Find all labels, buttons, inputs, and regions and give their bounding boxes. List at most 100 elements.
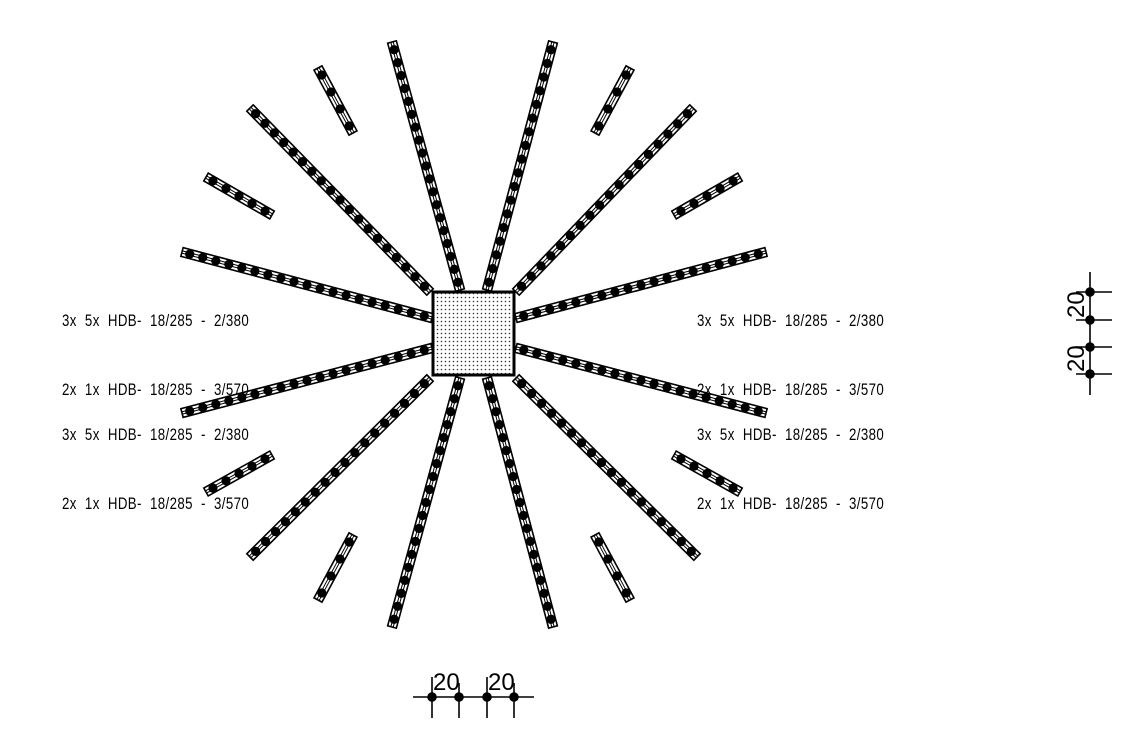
rebar-dot xyxy=(612,87,622,97)
rebar-dot xyxy=(335,554,345,564)
rebar-dot xyxy=(442,238,452,249)
reinforcement-bar xyxy=(513,246,769,324)
rebar-dot xyxy=(595,200,605,210)
rebar-dot xyxy=(515,497,525,508)
rebar-dot xyxy=(525,536,535,547)
reinforcement-bar xyxy=(511,373,702,562)
reinforcement-bar xyxy=(202,172,276,220)
rebar-dot xyxy=(519,345,529,355)
rebar-dot xyxy=(520,140,531,151)
rebar-dot xyxy=(623,283,633,294)
rebar-dot xyxy=(297,157,308,167)
rebar-dot xyxy=(344,121,354,131)
rebar-dot xyxy=(526,271,536,281)
rebar-dot xyxy=(528,113,538,123)
rebar-dot xyxy=(417,510,428,521)
rebar-dot xyxy=(224,396,234,406)
rebar-dot xyxy=(675,386,685,396)
rebar-dot xyxy=(302,375,312,386)
rebar-dot xyxy=(653,139,663,149)
rebar-dot xyxy=(649,379,659,389)
rebar-dot xyxy=(224,259,234,269)
rebar-dot xyxy=(270,527,281,537)
rebar-dot xyxy=(673,119,683,129)
rebar-dot xyxy=(597,290,607,300)
rebar-dot xyxy=(686,546,696,556)
rebar-dot xyxy=(276,382,286,392)
rebar-dot xyxy=(247,461,257,471)
rebar-dot xyxy=(391,252,401,263)
rebar-dot xyxy=(594,537,604,547)
rebar-dot xyxy=(310,487,320,497)
rebar-dot xyxy=(406,348,416,359)
rebar-dot xyxy=(221,476,231,486)
rebar-dot xyxy=(393,304,403,314)
rebar-dot xyxy=(524,127,534,137)
rebar-dot xyxy=(289,379,299,389)
rebar-dot xyxy=(621,588,631,598)
rebar-dot xyxy=(317,588,327,598)
rebar-dot xyxy=(676,454,686,464)
rebar-dot xyxy=(185,249,195,259)
rebar-dot xyxy=(556,418,567,428)
rebar-dot xyxy=(424,484,435,495)
rebar-dot xyxy=(547,408,557,418)
label-line: 2x 1x HDB- 18/285 - 3/570 xyxy=(697,380,885,399)
rebar-dot xyxy=(519,311,529,321)
rebar-dot xyxy=(435,213,445,223)
rebar-dot xyxy=(269,128,279,138)
rebar-dot xyxy=(380,355,390,365)
rebar-dot xyxy=(610,287,620,297)
rebar-dot xyxy=(317,70,327,80)
rebar-dot xyxy=(211,256,221,266)
reinforcement-bar xyxy=(511,103,698,297)
rebar-dot xyxy=(198,402,208,413)
rebar-dot xyxy=(393,352,403,362)
rebar-dot xyxy=(414,523,424,534)
rebar-dot xyxy=(546,614,556,624)
reinforcement-bar xyxy=(202,449,276,498)
dim-text-h2: 20 xyxy=(488,669,515,696)
rebar-dot xyxy=(488,263,498,274)
label-line: 3x 5x HDB- 18/285 - 2/380 xyxy=(62,311,250,330)
rebar-dot xyxy=(501,446,511,456)
rebar-dot xyxy=(417,148,428,158)
rebar-dot xyxy=(603,104,613,114)
rebar-dot xyxy=(326,185,336,196)
rebar-dot xyxy=(606,467,617,478)
rebar-dot xyxy=(636,280,646,290)
rebar-dot xyxy=(250,109,261,119)
rebar-dot xyxy=(290,507,300,517)
rebar-dot xyxy=(247,198,257,209)
reinforcement-bar xyxy=(312,531,359,604)
reinforcement-bar xyxy=(386,39,466,293)
rebar-dot xyxy=(389,614,399,624)
rebar-dot xyxy=(428,187,438,197)
rebar-dot xyxy=(522,523,532,534)
rebar-dot xyxy=(565,230,575,241)
rebar-dot xyxy=(335,104,345,114)
rebar-dot xyxy=(234,191,244,201)
rebar-dot xyxy=(363,224,373,234)
rebar-dot xyxy=(401,262,411,272)
rebar-dot xyxy=(531,99,541,110)
dim-text-v1: 20 xyxy=(1063,291,1090,318)
vertical-dimension xyxy=(1076,272,1112,395)
rebar-dot xyxy=(400,575,410,585)
rebar-dot xyxy=(453,277,463,287)
rebar-dot xyxy=(701,392,711,403)
rebar-dot xyxy=(505,458,515,469)
rebar-dot xyxy=(662,382,672,392)
rebar-dot xyxy=(491,250,501,260)
rebar-label-upper-left: 3x 5x HDB- 18/285 - 2/380 2x 1x HDB- 18/… xyxy=(62,263,249,424)
rebar-dot xyxy=(410,272,420,282)
rebar-dot xyxy=(360,438,370,448)
rebar-dot xyxy=(616,477,627,487)
rebar-dot xyxy=(208,483,218,493)
reinforcement-bar xyxy=(670,172,744,220)
rebar-dot xyxy=(315,283,325,294)
rebar-dot xyxy=(494,420,504,430)
rebar-dot xyxy=(250,389,260,399)
rebar-dot xyxy=(555,241,566,251)
rebar-dot xyxy=(596,457,607,468)
